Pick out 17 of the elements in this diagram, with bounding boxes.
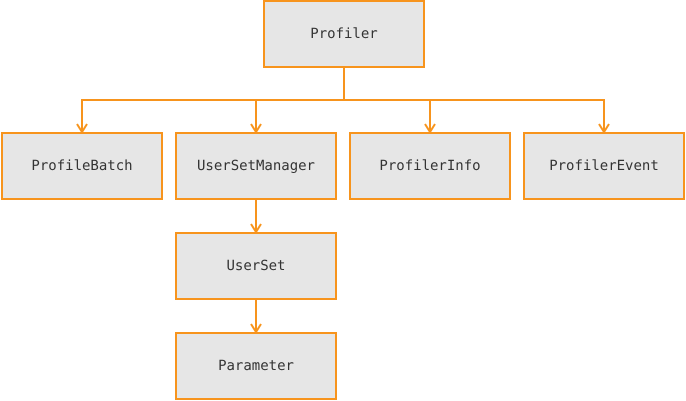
arrow (250, 200, 262, 233)
class-box (175, 332, 337, 400)
class-box (175, 132, 337, 200)
class-name: Parameter (218, 358, 294, 374)
arrow (250, 300, 262, 333)
class-name: ProfilerInfo (379, 158, 481, 174)
class-box (263, 0, 425, 68)
class-name: UserSetManager (196, 158, 315, 174)
class-name: ProfileBatch (31, 158, 133, 174)
class-name: UserSet (226, 258, 286, 274)
class-name: ProfilerEvent (549, 158, 659, 174)
class-box (175, 232, 337, 300)
arrow (343, 68, 610, 133)
class-box (1, 132, 163, 200)
class-name: Profiler (310, 26, 378, 42)
class-box (349, 132, 511, 200)
class-box (523, 132, 685, 200)
